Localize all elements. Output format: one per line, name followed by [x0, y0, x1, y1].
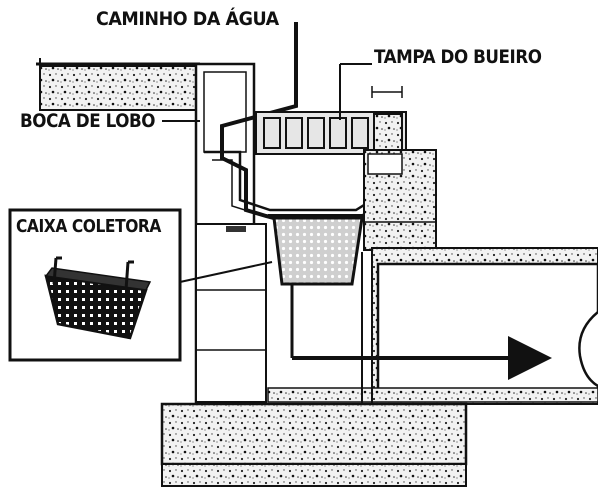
sidewalk-ground — [36, 58, 201, 111]
flow-arrow — [292, 336, 552, 380]
manhole-cover-label: TAMPA DO BUEIRO — [374, 46, 542, 68]
collector-basket — [268, 214, 368, 286]
drain-channel — [267, 252, 598, 404]
collector-box-label: CAIXA COLETORA — [16, 216, 161, 237]
leader-lines — [162, 63, 372, 283]
basket-illustration — [44, 256, 152, 340]
base-foundation — [160, 402, 468, 487]
right-concrete-block — [363, 149, 437, 251]
curb-inlet-label: BOCA DE LOBO — [20, 110, 156, 132]
water-path-label: CAMINHO DA ÁGUA — [96, 8, 279, 30]
outlet-pipe — [371, 247, 598, 405]
collector-box-inset — [8, 208, 182, 362]
support-column — [195, 223, 267, 403]
manhole-cover — [255, 86, 407, 155]
